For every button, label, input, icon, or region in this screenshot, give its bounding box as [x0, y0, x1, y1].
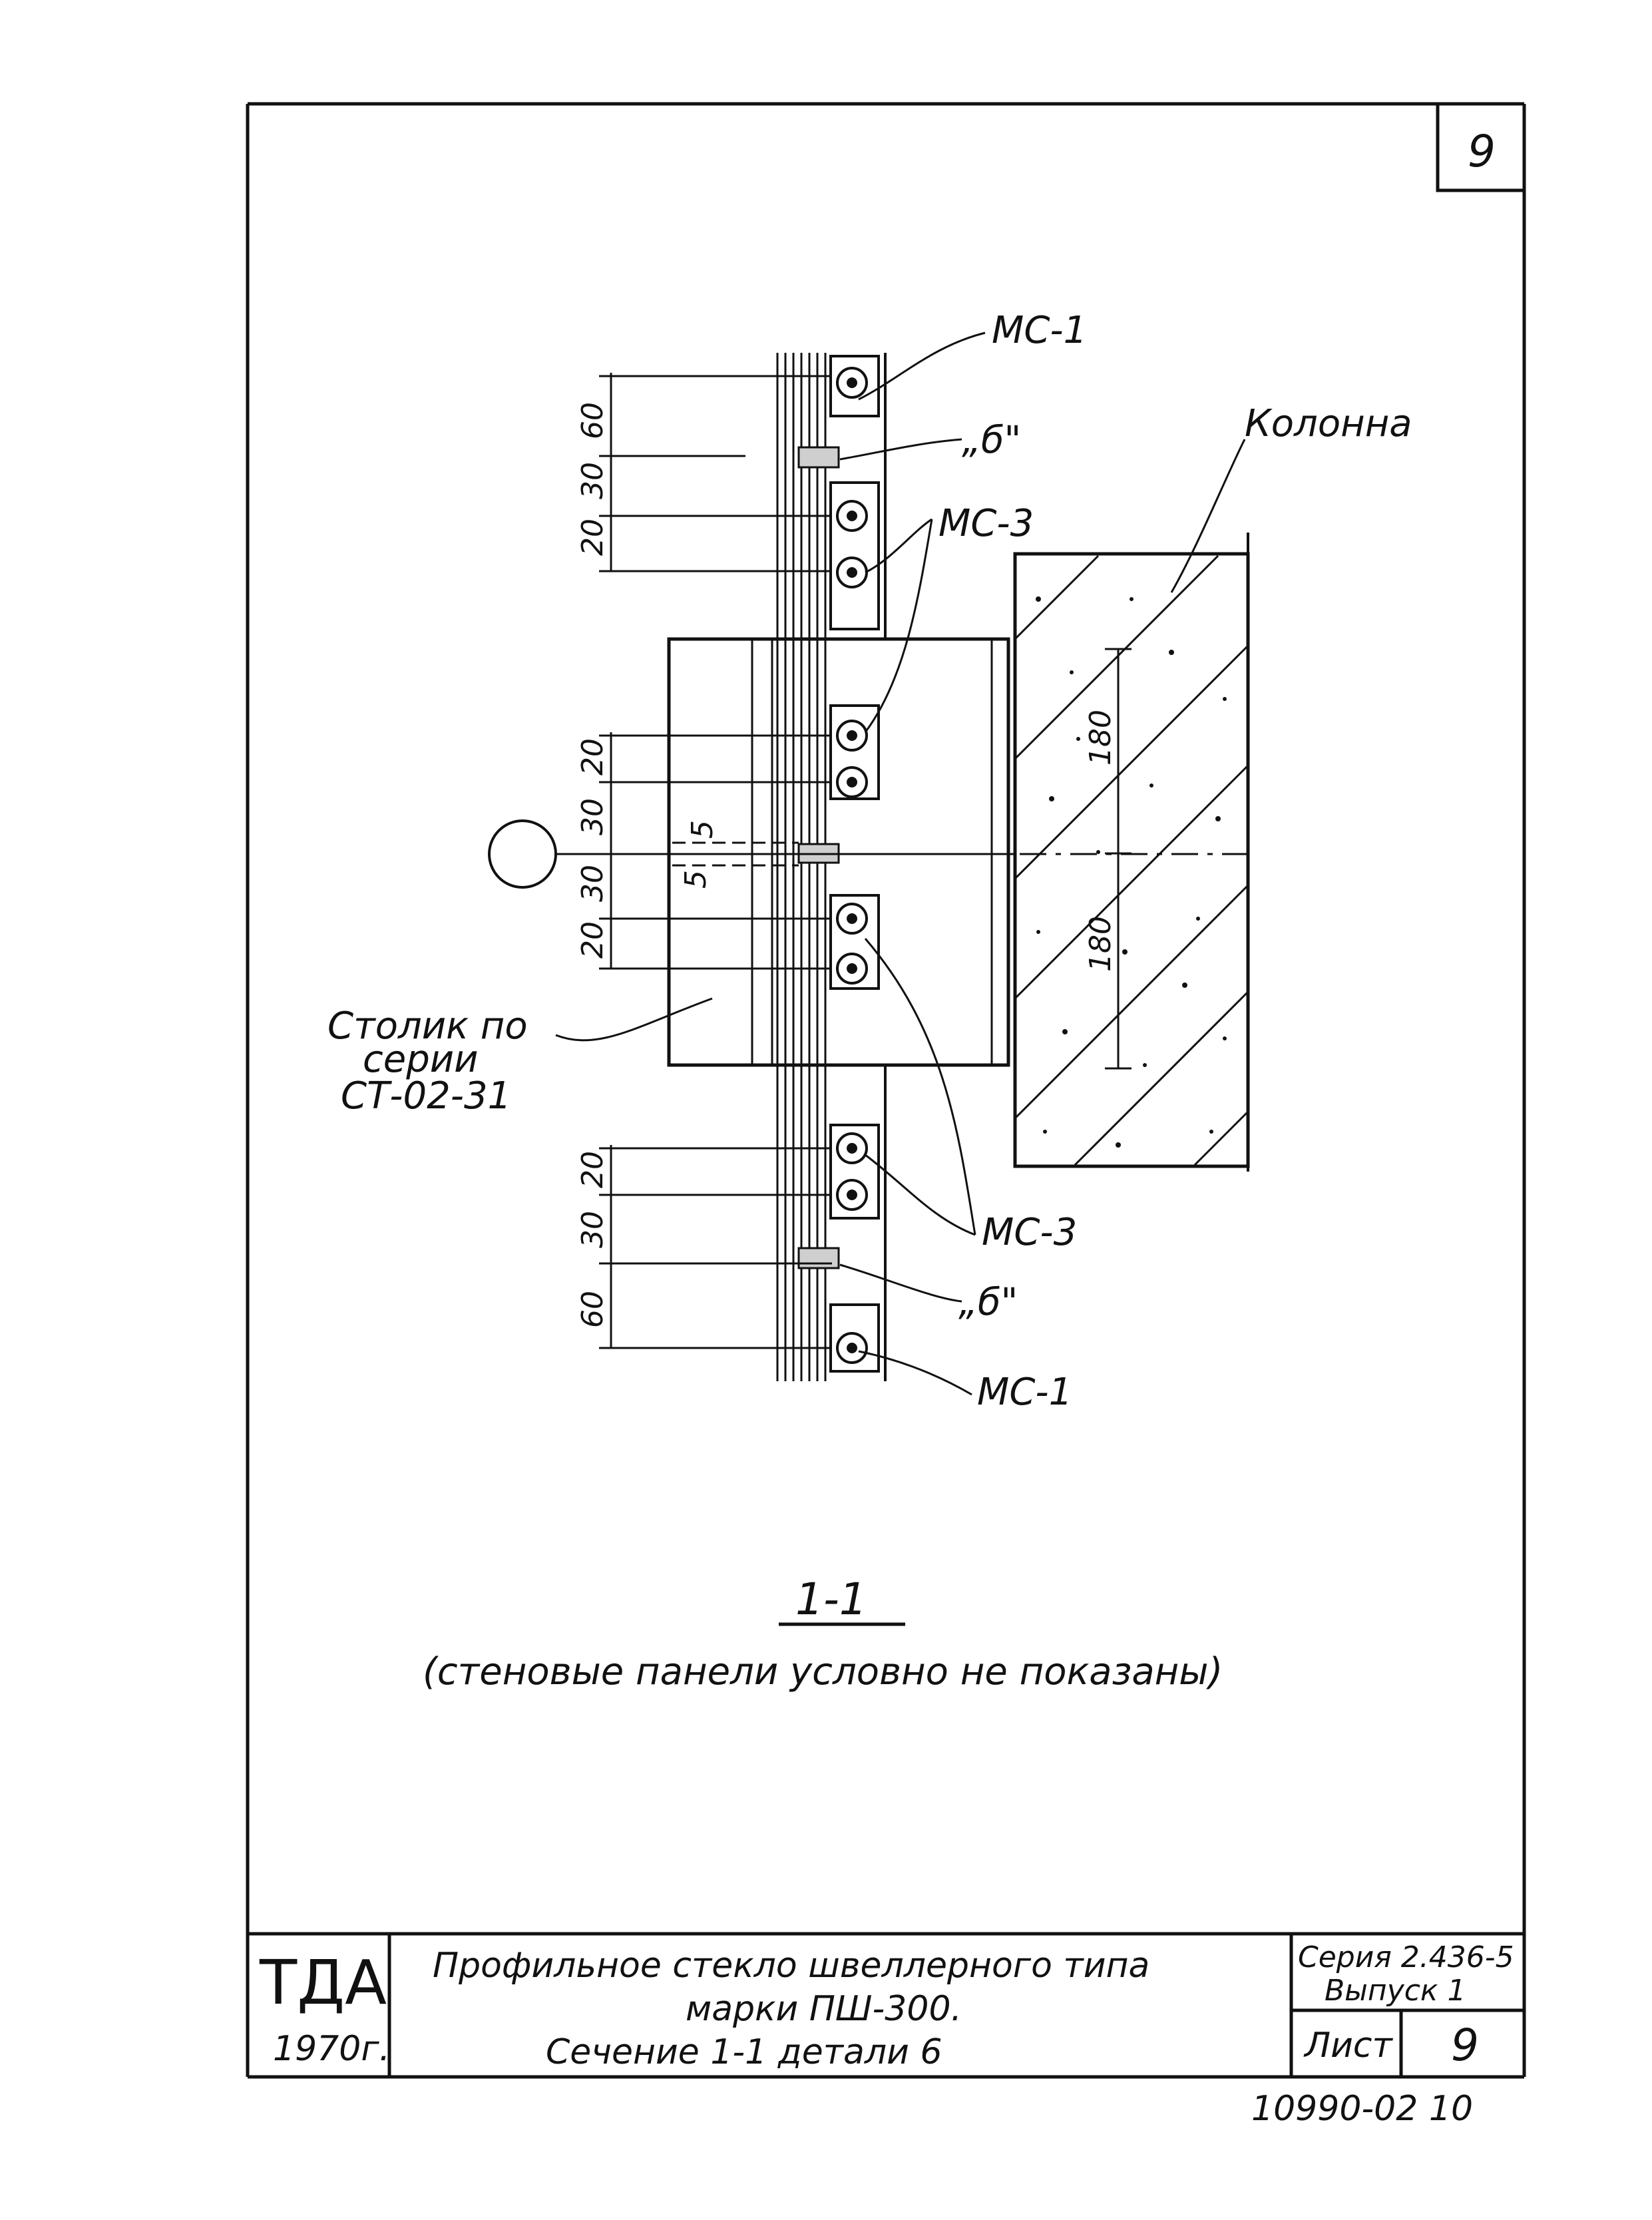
- fasteners: [829, 355, 880, 1373]
- series-line-2: Выпуск 1: [1325, 1974, 1466, 2008]
- title-line-3: Сечение 1-1 детали 6: [546, 2032, 942, 2072]
- glass-profile-lines: [776, 353, 887, 1381]
- archive-number: 10990-02 10: [1251, 2089, 1473, 2129]
- dim-mid-30a: 30: [576, 798, 610, 835]
- label-ms3-top: МС-3: [938, 502, 1034, 545]
- dim-gap-top: 5: [686, 820, 720, 839]
- label-ms3-bottom: МС-3: [982, 1211, 1077, 1254]
- section-mark: 1-1: [795, 1574, 867, 1625]
- dim-column-top: 180: [1084, 710, 1118, 766]
- bolts: [836, 367, 868, 1364]
- dim-top-30: 30: [576, 462, 610, 499]
- title-year: 1970г.: [273, 2029, 390, 2069]
- dim-top-60: 60: [576, 402, 610, 439]
- dim-chain-top: [599, 373, 832, 572]
- dim-chain-middle: [599, 732, 832, 970]
- title-block: [248, 1932, 1524, 2077]
- series-line-1: Серия 2.436-5: [1298, 1940, 1514, 1974]
- leader-lines: [555, 332, 1246, 1396]
- label-b-bottom: „б": [958, 1281, 1018, 1324]
- dim-gap-bottom: 5: [679, 870, 713, 889]
- sheet-frame: [246, 102, 1526, 2079]
- label-stalik-2: серии: [363, 1038, 479, 1081]
- page-number-box: 9: [1436, 104, 1524, 192]
- sheet-number: 9: [1451, 2020, 1479, 2071]
- dim-bottom-30: 30: [576, 1211, 610, 1248]
- dim-mid-30b: 30: [576, 865, 610, 902]
- page-number: 9: [1468, 126, 1496, 177]
- dim-chain-bottom: [599, 1145, 832, 1349]
- title-line-2: марки ПШ-300.: [686, 1989, 962, 2029]
- dim-bottom-20: 20: [576, 1151, 610, 1188]
- label-ms1-top: МС-1: [992, 309, 1087, 352]
- label-column: Колонна: [1245, 402, 1412, 445]
- dim-top-20: 20: [576, 519, 610, 556]
- section-note: (стеновые панели условно не показаны): [423, 1650, 1223, 1693]
- label-b-top: „б": [962, 419, 1021, 462]
- label-stalik-1: Столик по: [327, 1004, 528, 1048]
- sheet-label: Лист: [1303, 2026, 1393, 2066]
- axis-marker-circle: [488, 819, 557, 889]
- dim-column-bottom: 180: [1084, 916, 1118, 972]
- dim-mid-20a: 20: [576, 738, 610, 776]
- dim-bottom-60: 60: [576, 1291, 610, 1328]
- title-line-1: Профильное стекло швеллерного типа: [433, 1946, 1149, 1986]
- title-org: ТДА: [259, 1947, 387, 2018]
- column-section: 180 180: [1013, 533, 1250, 1172]
- label-stalik-3: СТ-02-31: [341, 1074, 511, 1118]
- label-ms1-bottom: МС-1: [977, 1371, 1072, 1414]
- dim-mid-20b: 20: [576, 921, 610, 959]
